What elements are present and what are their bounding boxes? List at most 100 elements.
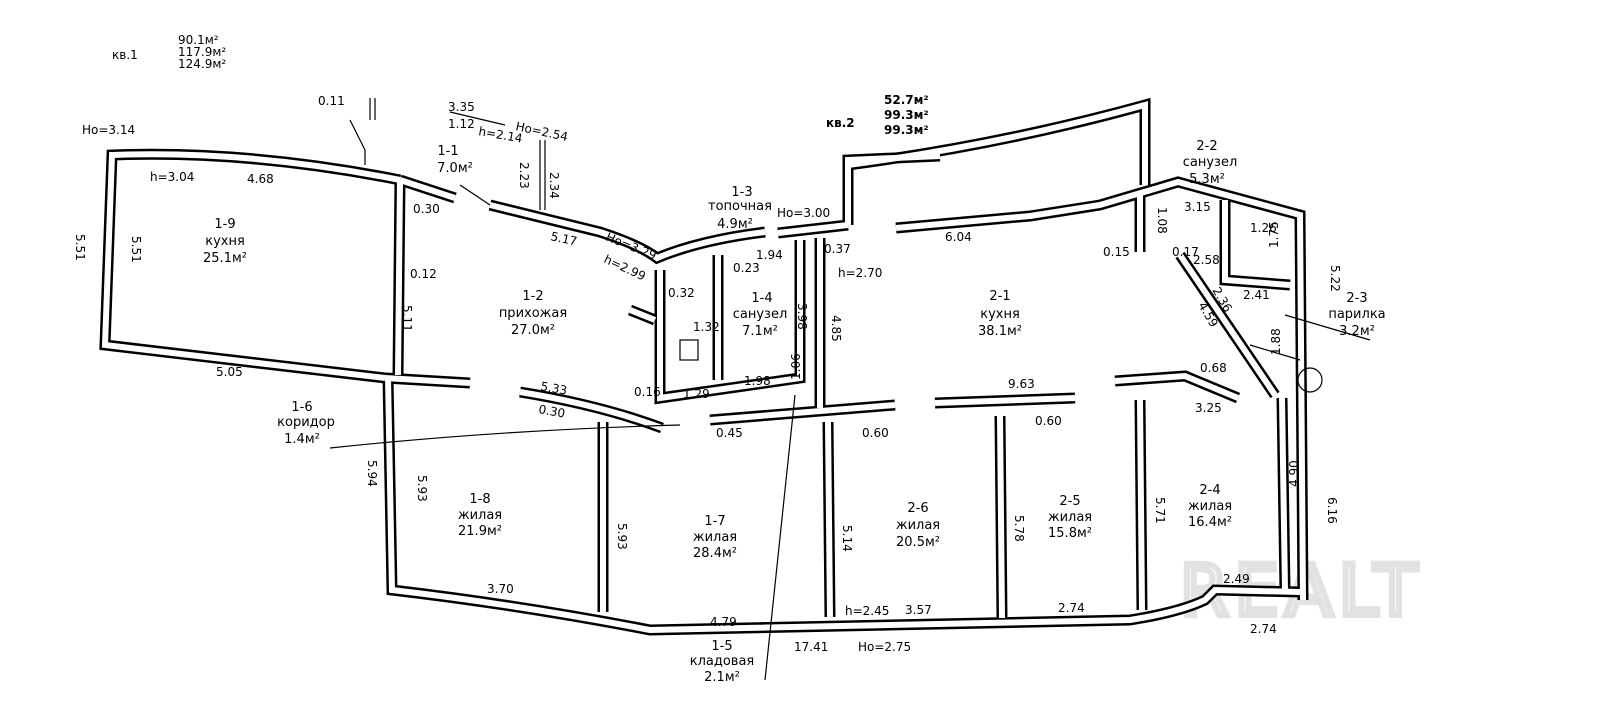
plan-label: 3.35 [448,100,475,114]
plan-label: 0.30 [537,402,566,420]
plan-label: 5.93 [615,523,629,550]
plan-label: 2.74 [1058,601,1085,615]
plan-label: жилая [1188,499,1232,514]
plan-label: h=2.45 [845,604,889,618]
plan-label: 28.4м² [693,546,737,561]
plan-label: 4.9м² [717,217,753,232]
apartment2-label: кв.2 [826,116,855,130]
plan-label: жилая [458,508,502,523]
plan-label: 5.51 [129,236,143,263]
plan-label: 0.16 [634,385,661,399]
plan-label: жилая [1048,510,1092,525]
apartment1-area-2: 117.9м² [178,45,226,59]
apartment1-area-3: 124.9м² [178,57,226,71]
plan-label: 1.4м² [284,432,320,447]
plan-label: 0.12 [410,267,437,281]
plan-label: 1-7 [704,514,725,529]
plan-label: Но=3.00 [777,206,830,220]
plan-label: 1.94 [756,248,783,262]
plan-label: 7.0м² [437,161,473,176]
plan-label: 27.0м² [511,323,555,338]
room-1-2: 1-2 прихожая 27.0м² [499,289,567,338]
plan-label: 3.98 [795,303,809,330]
plan-label: 9.63 [1008,377,1035,391]
plan-label: 1.29 [683,387,710,401]
plan-label: 1-2 [522,289,543,304]
plan-label: 0.68 [1200,361,1227,375]
plan-label: 1.88 [1269,328,1283,355]
plan-label: 6.04 [945,230,972,244]
plan-label: 4.79 [710,615,737,629]
plan-label: 0.11 [318,94,345,108]
plan-label: кухня [980,307,1020,322]
apartment2-area-3: 99.3м² [884,123,929,137]
plan-label: 5.94 [365,460,379,487]
plan-label: коридор [277,415,335,430]
plan-label: 5.3м² [1189,172,1225,187]
plan-label: 5.17 [549,229,578,248]
plan-label: 25.1м² [203,251,247,266]
plan-label: 1.75 [1267,221,1281,248]
plan-label: 5.93 [415,475,429,502]
plan-label: 2-4 [1199,483,1220,498]
plan-label: 2-5 [1059,494,1080,509]
plan-label: 1.06 [789,353,803,380]
plan-label: 2.23 [517,162,531,189]
apartment1-label: кв.1 [112,48,138,62]
room-1-1: 1-17.0м² [437,144,473,176]
plan-label: 0.30 [413,202,440,216]
plan-label: 5.11 [400,305,414,332]
plan-label: 5.71 [1153,497,1167,524]
plan-label: 1-3 [731,185,752,200]
plan-label: 2-2 [1196,139,1217,154]
plan-label: 0.60 [862,426,889,440]
plan-label: 5.05 [216,365,243,379]
plan-label: 0.37 [824,242,851,256]
plan-label: 2-3 [1346,291,1367,306]
plan-label: санузел [1183,155,1238,170]
plan-label: 5.22 [1328,265,1342,292]
plan-label: 2.1м² [704,670,740,685]
walls [99,97,1309,636]
plan-label: 3.70 [487,582,514,596]
plan-label: 0.23 [733,261,760,275]
plan-label: прихожая [499,306,567,321]
room-2-1: 2-1 кухня 38.1м² [978,289,1022,339]
dimension-labels: Но=3.14 h=3.04 4.68 0.11 3.35 1.12 h=2.1… [73,94,1342,654]
plan-label: топочная [708,199,772,214]
plan-label: 15.8м² [1048,526,1092,541]
plan-label: 7.1м² [742,324,778,339]
plan-label: 2-1 [989,289,1010,304]
plan-label: 5.78 [1012,515,1026,542]
plan-label: 2.74 [1250,622,1277,636]
plan-label: 1-8 [469,492,490,507]
plan-label: h=3.04 [150,170,194,184]
apartment1-area-1: 90.1м² [178,33,219,47]
plan-label: 1.32 [693,320,720,334]
plan-label: Но=2.54 [514,119,569,144]
plan-label: 1-4 [751,291,772,306]
plan-label: 5.51 [73,234,87,261]
plan-label: 38.1м² [978,324,1022,339]
leader-lines [329,98,1371,681]
plan-label: 3.2м² [1339,324,1375,339]
plan-label: h=2.70 [838,266,882,280]
plan-label: Но=2.75 [858,640,911,654]
plan-label: 4.68 [247,172,274,186]
plan-label: 21.9м² [458,524,502,539]
plan-label: санузел [733,307,788,322]
plan-label: 2-6 [907,501,928,516]
plan-label: 1.08 [1155,207,1169,234]
plan-label: 2.49 [1223,572,1250,586]
plan-label: 1-6 [291,400,312,415]
